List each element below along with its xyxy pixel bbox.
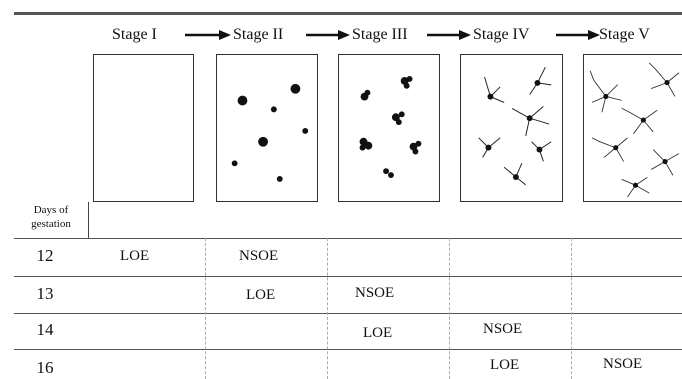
table-cell-nsoe: NSOE xyxy=(355,285,395,301)
arrow-icon-1 xyxy=(185,30,231,40)
column-divider-4 xyxy=(571,238,572,379)
table-cell-loe: LOE xyxy=(490,357,520,373)
arrow-icon-4 xyxy=(556,30,600,40)
stage-label-4: Stage IV xyxy=(473,26,530,43)
stage-label-5: Stage V xyxy=(599,26,650,43)
table-rule-3 xyxy=(14,313,682,315)
table-cell-nsoe: NSOE xyxy=(603,356,643,372)
stage-label-1: Stage I xyxy=(112,26,157,43)
table-row-day: 13 xyxy=(36,284,54,303)
table-cell-nsoe: NSOE xyxy=(483,321,523,337)
table-cell-loe: LOE xyxy=(246,287,276,303)
column-divider-3 xyxy=(449,238,450,379)
stage-label-3: Stage III xyxy=(352,26,408,43)
arrow-icon-2 xyxy=(306,30,350,40)
table-rule-2 xyxy=(14,276,682,278)
stage-2-cells xyxy=(231,83,309,182)
table-cell-nsoe: NSOE xyxy=(239,248,279,264)
arrow-icon-3 xyxy=(427,30,471,40)
stage-5-cells xyxy=(589,62,680,198)
table-cell-loe: LOE xyxy=(363,325,393,341)
table-row-day: 16 xyxy=(36,358,54,377)
stage-panel-2 xyxy=(216,54,318,202)
column-divider-1 xyxy=(205,238,206,379)
stage-3-cells xyxy=(359,76,422,178)
stage-panel-4 xyxy=(460,54,563,202)
top-rule xyxy=(14,12,682,15)
stage-4-cells xyxy=(478,66,552,186)
table-rule-4 xyxy=(14,349,682,351)
stage-label-2: Stage II xyxy=(233,26,284,43)
stage-panel-1 xyxy=(93,54,194,202)
header-divider xyxy=(88,202,89,238)
column-divider-2 xyxy=(327,238,328,379)
table-rule-1 xyxy=(14,238,682,240)
table-row-day: 12 xyxy=(36,246,54,265)
stage-panel-3 xyxy=(338,54,440,202)
table-cell-loe: LOE xyxy=(120,248,150,264)
stage-panel-5 xyxy=(583,54,682,202)
table-row-day: 14 xyxy=(36,320,54,339)
